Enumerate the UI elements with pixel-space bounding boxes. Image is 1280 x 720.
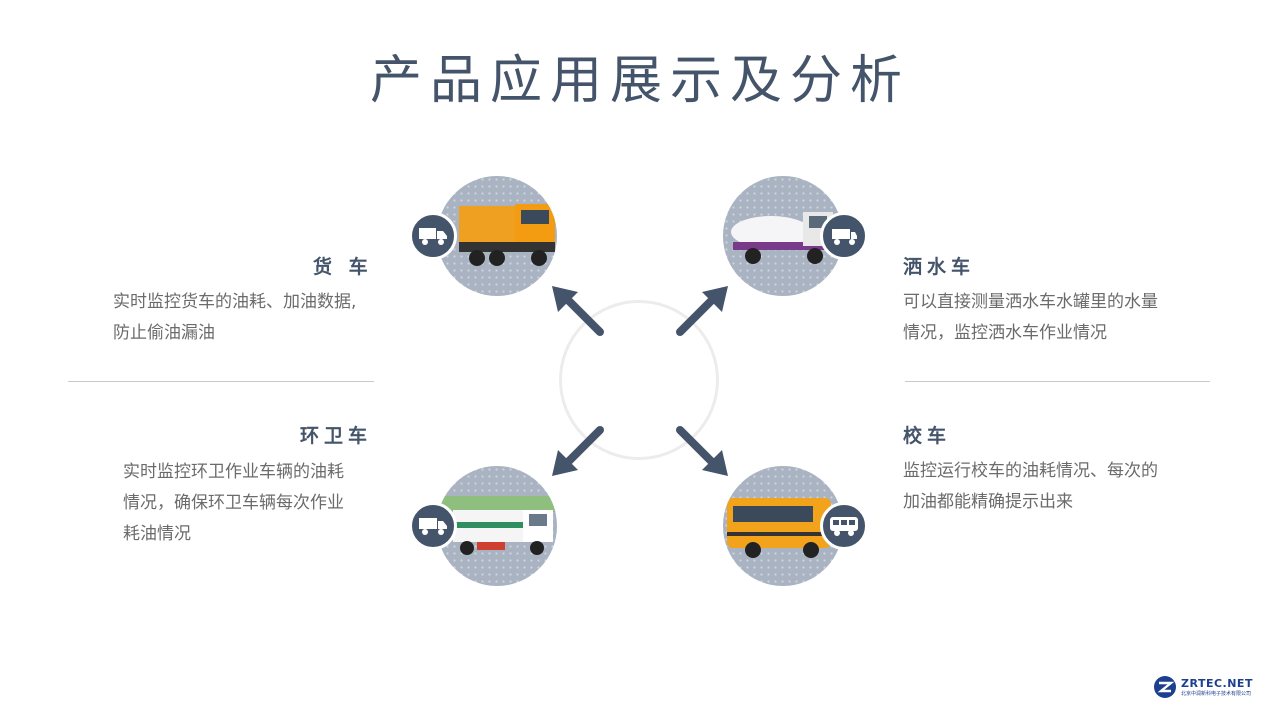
desc-sanitation-truck: 实时监控环卫作业车辆的油耗 情况，确保环卫车辆每次作业 耗油情况	[123, 457, 344, 550]
label-cargo-truck: 货 车	[313, 256, 373, 278]
label-sanitation-truck: 环卫车	[300, 425, 373, 447]
arrow-down-left-icon	[552, 426, 604, 476]
truck-icon	[419, 228, 447, 245]
truck-photo	[437, 176, 557, 296]
logo-subtext: 北京中润新科电子技术有限公司	[1181, 691, 1252, 697]
desc-line: 防止偷油漏油	[113, 323, 215, 343]
logo-text: ZRTEC.NET	[1181, 677, 1253, 690]
tanker-icon-badge	[820, 212, 868, 260]
desc-line: 加油都能精确提示出来	[903, 492, 1073, 512]
tanker-icon	[832, 229, 857, 245]
desc-school-bus: 监控运行校车的油耗情况、每次的 加油都能精确提示出来	[903, 456, 1158, 518]
logo-icon	[1154, 676, 1176, 698]
desc-line: 情况，确保环卫车辆每次作业	[123, 493, 344, 513]
desc-line: 可以直接测量洒水车水罐里的水量	[903, 292, 1158, 312]
desc-line: 情况，监控洒水车作业情况	[903, 323, 1107, 343]
bus-icon-badge	[820, 502, 868, 550]
desc-sprinkler-truck: 可以直接测量洒水车水罐里的水量 情况，监控洒水车作业情况	[903, 287, 1158, 349]
sanitation-truck-icon-badge	[409, 502, 457, 550]
desc-line: 实时监控货车的油耗、加油数据,	[113, 292, 357, 312]
arrow-down-right-icon	[676, 426, 728, 476]
desc-line: 实时监控环卫作业车辆的油耗	[123, 462, 344, 482]
page-title: 产品应用展示及分析	[369, 51, 910, 111]
divider-right	[905, 381, 1210, 382]
desc-line: 监控运行校车的油耗情况、每次的	[903, 461, 1158, 481]
divider-left	[68, 381, 374, 382]
school-bus-photo	[723, 466, 843, 586]
center-ring	[559, 300, 719, 460]
arrow-up-right-icon	[676, 286, 728, 336]
sanitation-truck-icon	[419, 518, 447, 535]
sprinkler-truck-photo	[723, 176, 843, 296]
label-sprinkler-truck: 洒水车	[903, 256, 976, 278]
bus-icon	[830, 517, 858, 536]
sanitation-truck-photo	[437, 466, 557, 586]
desc-line: 耗油情况	[123, 524, 191, 544]
truck-icon-badge	[409, 212, 457, 260]
label-school-bus: 校车	[903, 425, 952, 447]
desc-cargo-truck: 实时监控货车的油耗、加油数据, 防止偷油漏油	[113, 287, 381, 349]
company-logo: ZRTEC.NET 北京中润新科电子技术有限公司	[1153, 675, 1253, 699]
arrow-up-left-icon	[552, 286, 604, 336]
